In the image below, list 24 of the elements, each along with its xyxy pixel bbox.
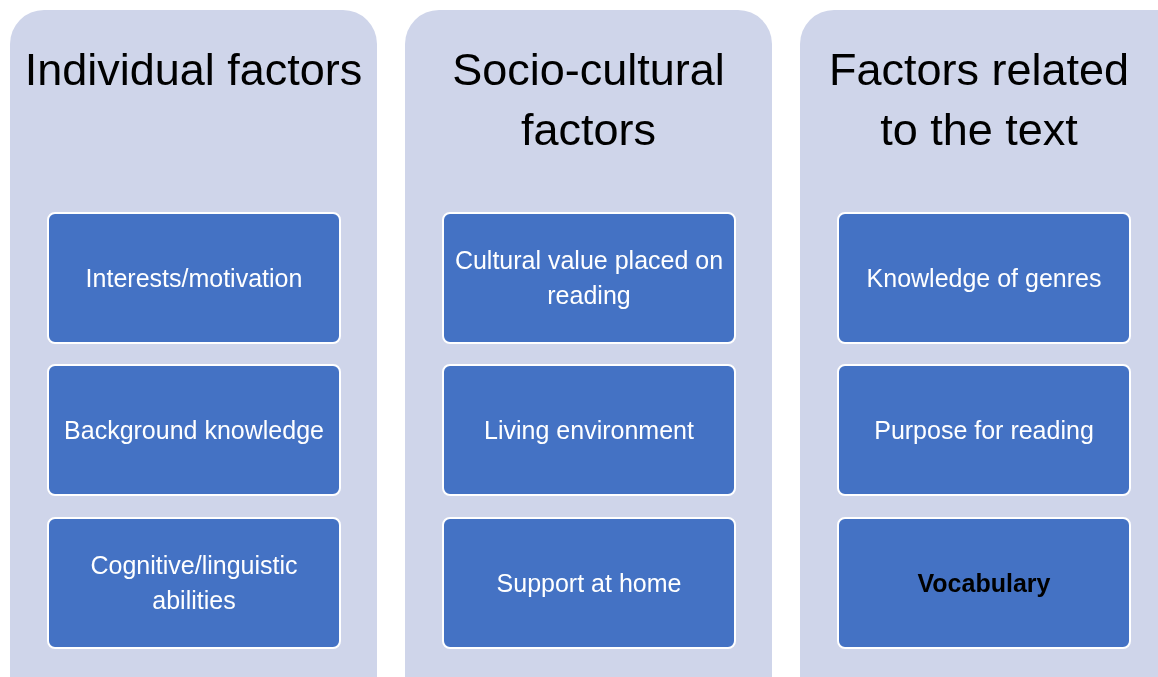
factor-box [442,212,736,344]
factor-label: Cognitive/linguistic abilities [89,550,299,616]
factor-box [47,212,341,344]
category-panel [10,10,377,677]
factor-label: Interests/motivation [85,262,303,294]
category-panel [800,10,1158,677]
factor-box [47,364,341,496]
factor-box [47,517,341,649]
factor-box [442,517,736,649]
factor-box [837,364,1131,496]
panel-heading: Socio-cultural factors [451,43,726,157]
factor-box [442,364,736,496]
panel-heading: Individual factors [23,43,364,97]
factor-label: Purpose for reading [874,414,1094,446]
factor-label: Knowledge of genres [866,262,1102,294]
factor-label: Cultural value placed on reading [453,245,725,311]
factor-box [837,517,1131,649]
factor-label: Background knowledge [64,414,324,446]
factor-box [837,212,1131,344]
category-panel [405,10,772,677]
panel-heading: Factors related to the text [827,43,1131,157]
factor-label: Vocabulary [917,567,1051,599]
factor-label: Living environment [484,414,694,446]
factor-label: Support at home [496,567,682,599]
